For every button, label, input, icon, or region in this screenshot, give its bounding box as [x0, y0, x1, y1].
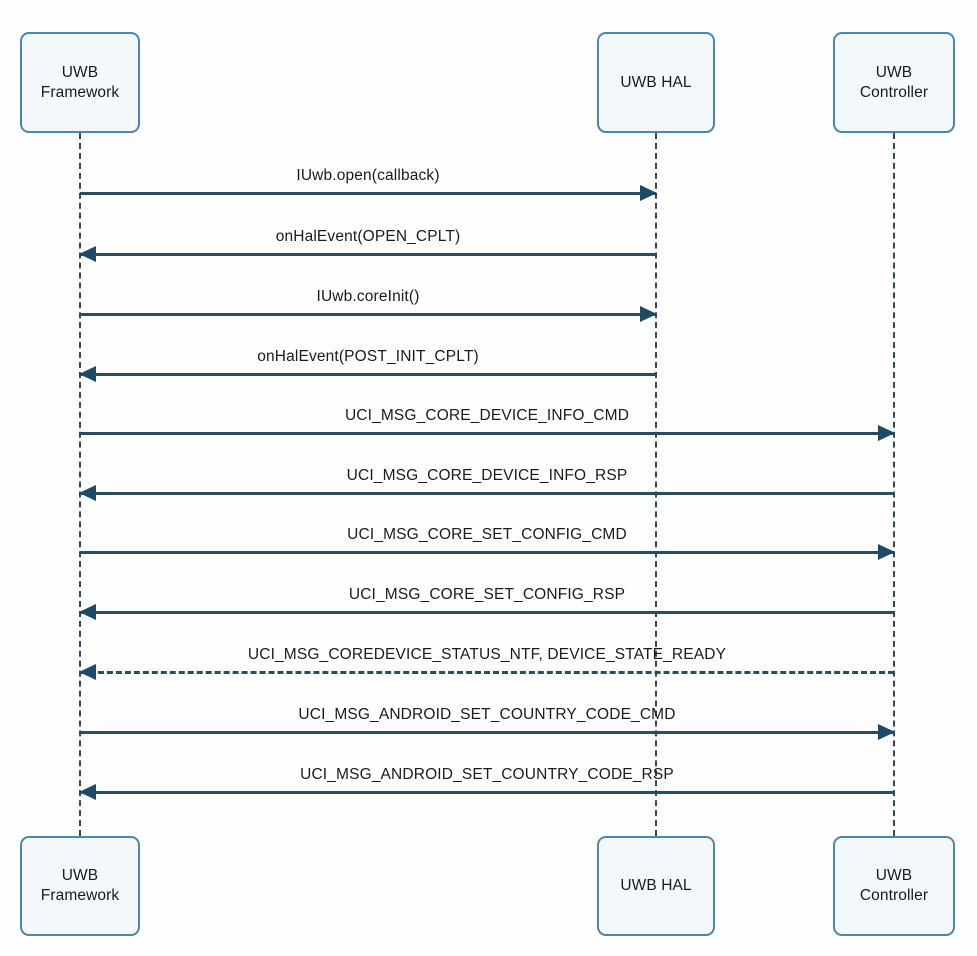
message-label-2: onHalEvent(OPEN_CPLT) [275, 228, 461, 245]
participant-box-framework-top[interactable]: UWB Framework [20, 32, 140, 133]
arrowhead-to-left-icon [79, 366, 96, 382]
message-line-9 [80, 671, 894, 674]
participant-box-hal-bottom[interactable]: UWB HAL [597, 836, 715, 936]
message-label-9: UCI_MSG_COREDEVICE_STATUS_NTF, DEVICE_ST… [247, 646, 727, 663]
participant-box-controller-top[interactable]: UWB Controller [833, 32, 955, 133]
arrowhead-to-left-icon [79, 485, 96, 501]
arrowhead-to-left-icon [79, 664, 96, 680]
arrowhead-to-left-icon [79, 246, 96, 262]
arrowhead-to-right-icon [640, 306, 657, 322]
message-label-11: UCI_MSG_ANDROID_SET_COUNTRY_CODE_RSP [300, 766, 674, 783]
message-line-4 [80, 373, 656, 376]
arrowhead-to-left-icon [79, 784, 96, 800]
participant-box-framework-bottom[interactable]: UWB Framework [20, 836, 140, 936]
message-label-5: UCI_MSG_CORE_DEVICE_INFO_CMD [344, 407, 630, 424]
participant-box-hal-top[interactable]: UWB HAL [597, 32, 715, 133]
message-line-11 [80, 791, 894, 794]
lifeline-framework [79, 133, 81, 836]
message-line-2 [80, 253, 656, 256]
message-line-1 [80, 192, 656, 195]
message-label-6: UCI_MSG_CORE_DEVICE_INFO_RSP [346, 467, 628, 484]
message-line-5 [80, 432, 894, 435]
participant-box-controller-bottom[interactable]: UWB Controller [833, 836, 955, 936]
arrowhead-to-left-icon [79, 604, 96, 620]
message-line-8 [80, 611, 894, 614]
lifeline-controller [893, 133, 895, 836]
message-label-1: IUwb.open(callback) [296, 167, 440, 184]
message-line-7 [80, 551, 894, 554]
arrowhead-to-right-icon [640, 185, 657, 201]
message-line-10 [80, 731, 894, 734]
message-line-6 [80, 492, 894, 495]
message-label-8: UCI_MSG_CORE_SET_CONFIG_RSP [348, 586, 626, 603]
message-label-4: onHalEvent(POST_INIT_CPLT) [257, 348, 479, 365]
lifeline-hal [655, 133, 657, 836]
arrowhead-to-right-icon [878, 724, 895, 740]
message-line-3 [80, 313, 656, 316]
message-label-10: UCI_MSG_ANDROID_SET_COUNTRY_CODE_CMD [298, 706, 676, 723]
arrowhead-to-right-icon [878, 544, 895, 560]
message-label-7: UCI_MSG_CORE_SET_CONFIG_CMD [347, 526, 627, 543]
arrowhead-to-right-icon [878, 425, 895, 441]
message-label-3: IUwb.coreInit() [316, 288, 420, 305]
